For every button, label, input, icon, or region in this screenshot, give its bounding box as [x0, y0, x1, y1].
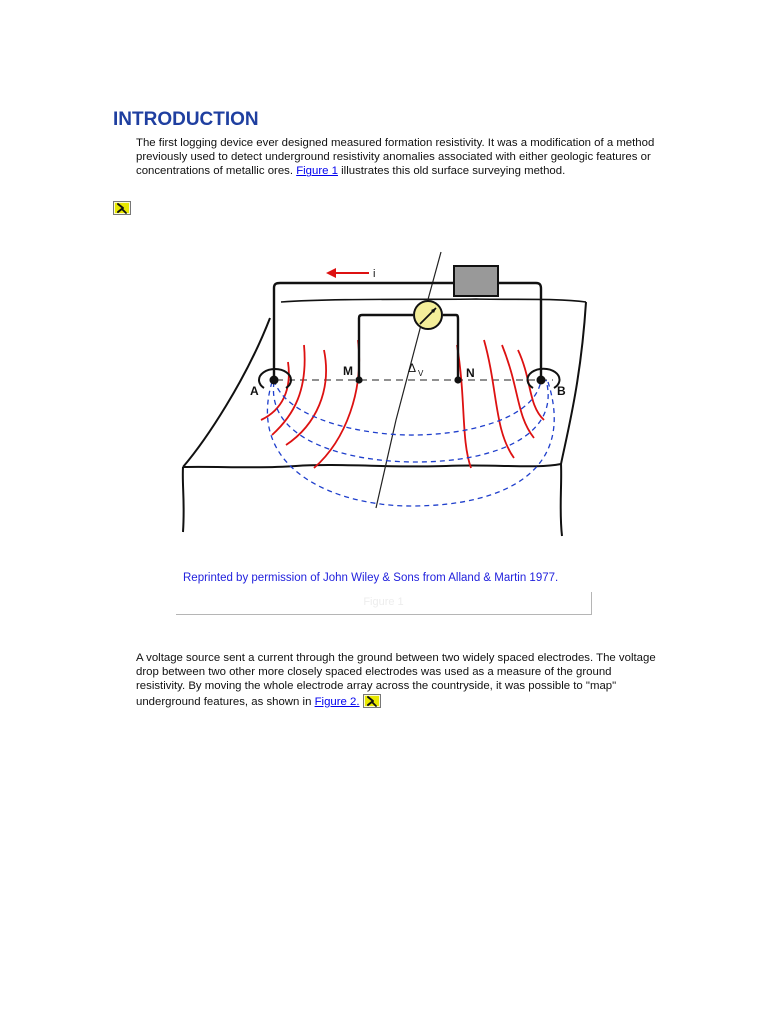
body-text: A voltage source sent a current through … [136, 652, 656, 708]
intro-text-end: illustrates this old surface surveying m… [337, 165, 566, 178]
electrode-a [258, 368, 292, 389]
figure-caption: Figure 1 [363, 596, 404, 608]
jump-arrow-icon-graphic [362, 693, 381, 708]
label-a: A [250, 384, 259, 398]
jump-arrow-icon-graphic [113, 201, 131, 215]
equipotential-lines [260, 339, 545, 469]
voltmeter-icon [413, 300, 443, 330]
current-label: i [373, 268, 375, 280]
jump-arrow-icon[interactable] [362, 693, 381, 709]
label-m: M [343, 364, 353, 378]
label-b: B [557, 384, 566, 398]
page-title: INTRODUCTION [113, 109, 259, 130]
ground-block [181, 298, 587, 537]
label-delta-sub: V [418, 369, 424, 378]
jump-arrow-icon[interactable] [113, 199, 131, 217]
power-source-box [453, 265, 499, 297]
intro-paragraph: The first logging device ever designed m… [136, 136, 656, 179]
label-n: N [466, 366, 475, 380]
electrode-b [526, 367, 561, 389]
figure-credit: Reprinted by permission of John Wiley & … [183, 572, 559, 584]
body-paragraph: A voltage source sent a current through … [136, 651, 656, 709]
circuit-wires [272, 281, 543, 380]
section-line [375, 251, 442, 509]
resistivity-survey-diagram: i A B M N Δ V [181, 251, 587, 537]
electrode-n [454, 376, 462, 384]
intro-text: The first logging device ever designed m… [136, 137, 655, 178]
current-arrow [326, 268, 369, 278]
figure-caption-box: Figure 1 [176, 592, 592, 615]
label-delta: Δ [408, 361, 416, 375]
current-flow-lines [266, 379, 555, 507]
electrode-m [355, 376, 363, 384]
figure-1-link[interactable]: Figure 1 [296, 165, 338, 178]
figure-2-link[interactable]: Figure 2. [314, 695, 360, 708]
